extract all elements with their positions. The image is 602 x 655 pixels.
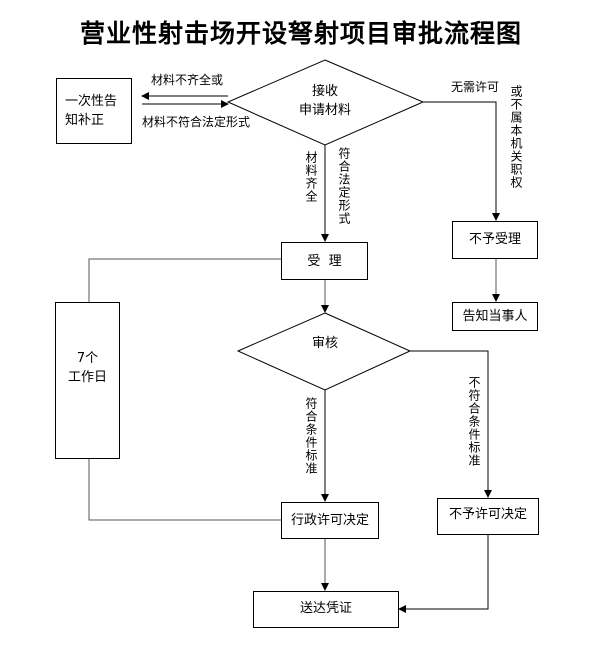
edge-label-complete: 材料齐全	[304, 151, 318, 203]
edge-label-incomplete-bottom: 材料不符合法定形式	[142, 115, 251, 129]
reject-accept-box: 不予受理	[452, 221, 538, 259]
page-title: 营业性射击场开设弩射项目审批流程图	[79, 19, 522, 48]
deny-box: 不予许可决定	[437, 498, 539, 535]
review-node: 审核	[290, 334, 360, 353]
edge-label-no-permit: 无需许可	[451, 80, 500, 94]
line-workdays-approve	[88, 458, 281, 521]
line-accept-workdays	[88, 258, 281, 302]
receive-line1: 接收	[311, 84, 338, 99]
edge-label-incomplete-top: 材料不齐全或	[151, 73, 224, 87]
accept-label: 受 理	[307, 253, 342, 269]
approve-label: 行政许可决定	[290, 513, 369, 528]
edge-label-legal-form: 符合法定形式	[337, 147, 351, 225]
correction-line1: 一次性告	[65, 94, 118, 109]
receive-node: 接收 申请材料	[285, 82, 365, 120]
edge-label-fails-standard: 不符合条件标准	[467, 376, 481, 467]
workdays-line2: 工作日	[67, 370, 107, 385]
workdays-line1: 7个	[76, 351, 99, 366]
notify-label: 告知当事人	[462, 309, 528, 324]
deliver-box: 送达凭证	[253, 591, 399, 628]
correction-line2: 知补正	[65, 113, 105, 128]
correction-box: 一次性告 知补正	[56, 78, 132, 144]
edge-label-meets-standard: 符合条件标准	[304, 397, 318, 475]
arrow-review-deny	[410, 350, 492, 498]
notify-box: 告知当事人	[452, 302, 538, 331]
deliver-label: 送达凭证	[299, 601, 352, 616]
workdays-box: 7个 工作日	[55, 302, 120, 459]
arrow-receive-reject	[423, 101, 500, 221]
review-label: 审核	[311, 336, 338, 351]
accept-box: 受 理	[281, 242, 368, 280]
approve-box: 行政许可决定	[281, 502, 379, 539]
reject-accept-label: 不予受理	[468, 232, 521, 247]
receive-line2: 申请材料	[298, 103, 351, 118]
deny-label: 不予许可决定	[448, 507, 527, 522]
arrow-deny-deliver	[398, 534, 489, 613]
edge-label-not-authority: 或不属本机关职权	[509, 85, 523, 189]
